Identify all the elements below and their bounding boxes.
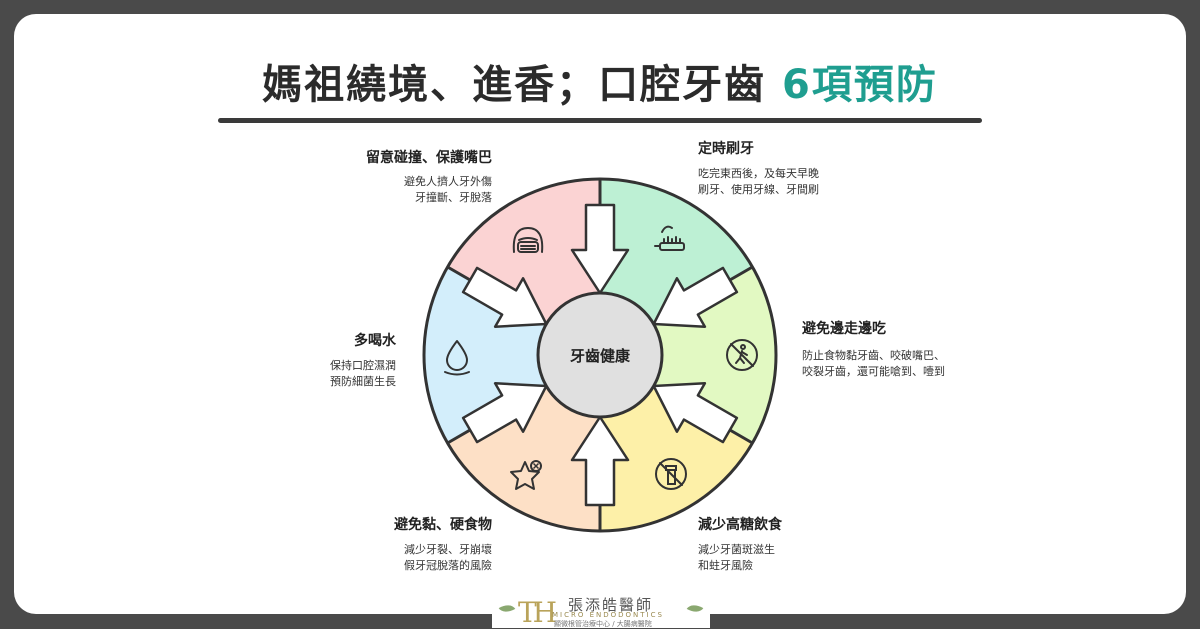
no-walking-eating-icon <box>726 339 758 371</box>
item-desc-sticky-hard-food: 減少牙裂、牙崩壞 假牙冠脫落的風險 <box>404 542 492 574</box>
inward-arrow <box>652 266 739 328</box>
item-title-avoid-collision: 留意碰撞、保護嘴巴 <box>366 150 492 166</box>
logo-name: 張添皓醫師 <box>568 596 654 614</box>
desc-line: 和蛀牙風險 <box>698 559 753 572</box>
desc-line: 減少牙菌斑滋生 <box>698 543 775 556</box>
desc-line: 假牙冠脫落的風險 <box>404 559 492 572</box>
item-desc-brushing: 吃完東西後，及每天早晚 刷牙、使用牙線、牙間刷 <box>698 166 819 198</box>
logo-mark: TH <box>518 596 557 629</box>
logo-subtitle: MICRO ENDODONTICS <box>552 611 664 619</box>
broken-star-icon <box>510 460 542 490</box>
item-title-brushing: 定時刷牙 <box>698 141 754 157</box>
page-title: 媽祖繞境、進香；口腔牙齒 6項預防 <box>0 52 1200 110</box>
desc-line: 防止食物黏牙齒、咬破嘴巴、 <box>802 349 945 362</box>
desc-line: 預防細菌生長 <box>330 375 396 388</box>
toothbrush-icon <box>654 225 685 251</box>
desc-line: 避免人擠人牙外傷 <box>404 175 492 188</box>
center-label: 牙齒健康 <box>570 347 631 365</box>
desc-line: 咬裂牙齒，還可能嗆到、噎到 <box>802 365 945 378</box>
desc-line: 保持口腔濕潤 <box>330 359 396 372</box>
inward-arrow <box>570 203 630 295</box>
item-desc-less-sugar: 減少牙菌斑滋生 和蛀牙風險 <box>698 542 775 574</box>
inward-arrow <box>461 266 548 328</box>
desc-line: 刷牙、使用牙線、牙間刷 <box>698 183 819 196</box>
inward-arrow <box>570 415 630 507</box>
item-title-sticky-hard-food: 避免黏、硬食物 <box>394 517 492 533</box>
mask-face-icon <box>512 227 544 253</box>
item-title-no-walking-eating: 避免邊走邊吃 <box>802 321 886 337</box>
inward-arrow <box>652 382 739 444</box>
center-hub <box>536 291 664 419</box>
right-leaf-icon <box>686 601 704 616</box>
item-title-drink-water: 多喝水 <box>354 333 396 349</box>
title-accent: 6項預防 <box>782 62 938 108</box>
desc-line: 牙撞斷、牙脫落 <box>415 191 492 204</box>
water-drop-icon <box>444 340 470 376</box>
title-main: 媽祖繞境、進香；口腔牙齒 <box>262 62 783 108</box>
item-desc-avoid-collision: 避免人擠人牙外傷 牙撞斷、牙脫落 <box>404 174 492 206</box>
title-underline <box>218 118 982 123</box>
item-title-less-sugar: 減少高糖飲食 <box>698 517 782 533</box>
sector-no-walking-eating <box>600 267 776 443</box>
sector-drink-water <box>424 267 600 443</box>
no-sugar-icon <box>655 458 687 490</box>
item-desc-drink-water: 保持口腔濕潤 預防細菌生長 <box>330 358 396 390</box>
desc-line: 減少牙裂、牙崩壞 <box>404 543 492 556</box>
clinic-logo: TH 張添皓醫師 MICRO ENDODONTICS 顯微根管治療中心 / 大腸… <box>492 594 710 629</box>
desc-line: 吃完東西後，及每天早晚 <box>698 167 819 180</box>
left-leaf-icon <box>498 601 516 616</box>
inward-arrow <box>461 382 548 444</box>
logo-tagline: 顯微根管治療中心 / 大腸病醫院 <box>554 620 652 628</box>
item-desc-no-walking-eating: 防止食物黏牙齒、咬破嘴巴、 咬裂牙齒，還可能嗆到、噎到 <box>802 348 945 380</box>
